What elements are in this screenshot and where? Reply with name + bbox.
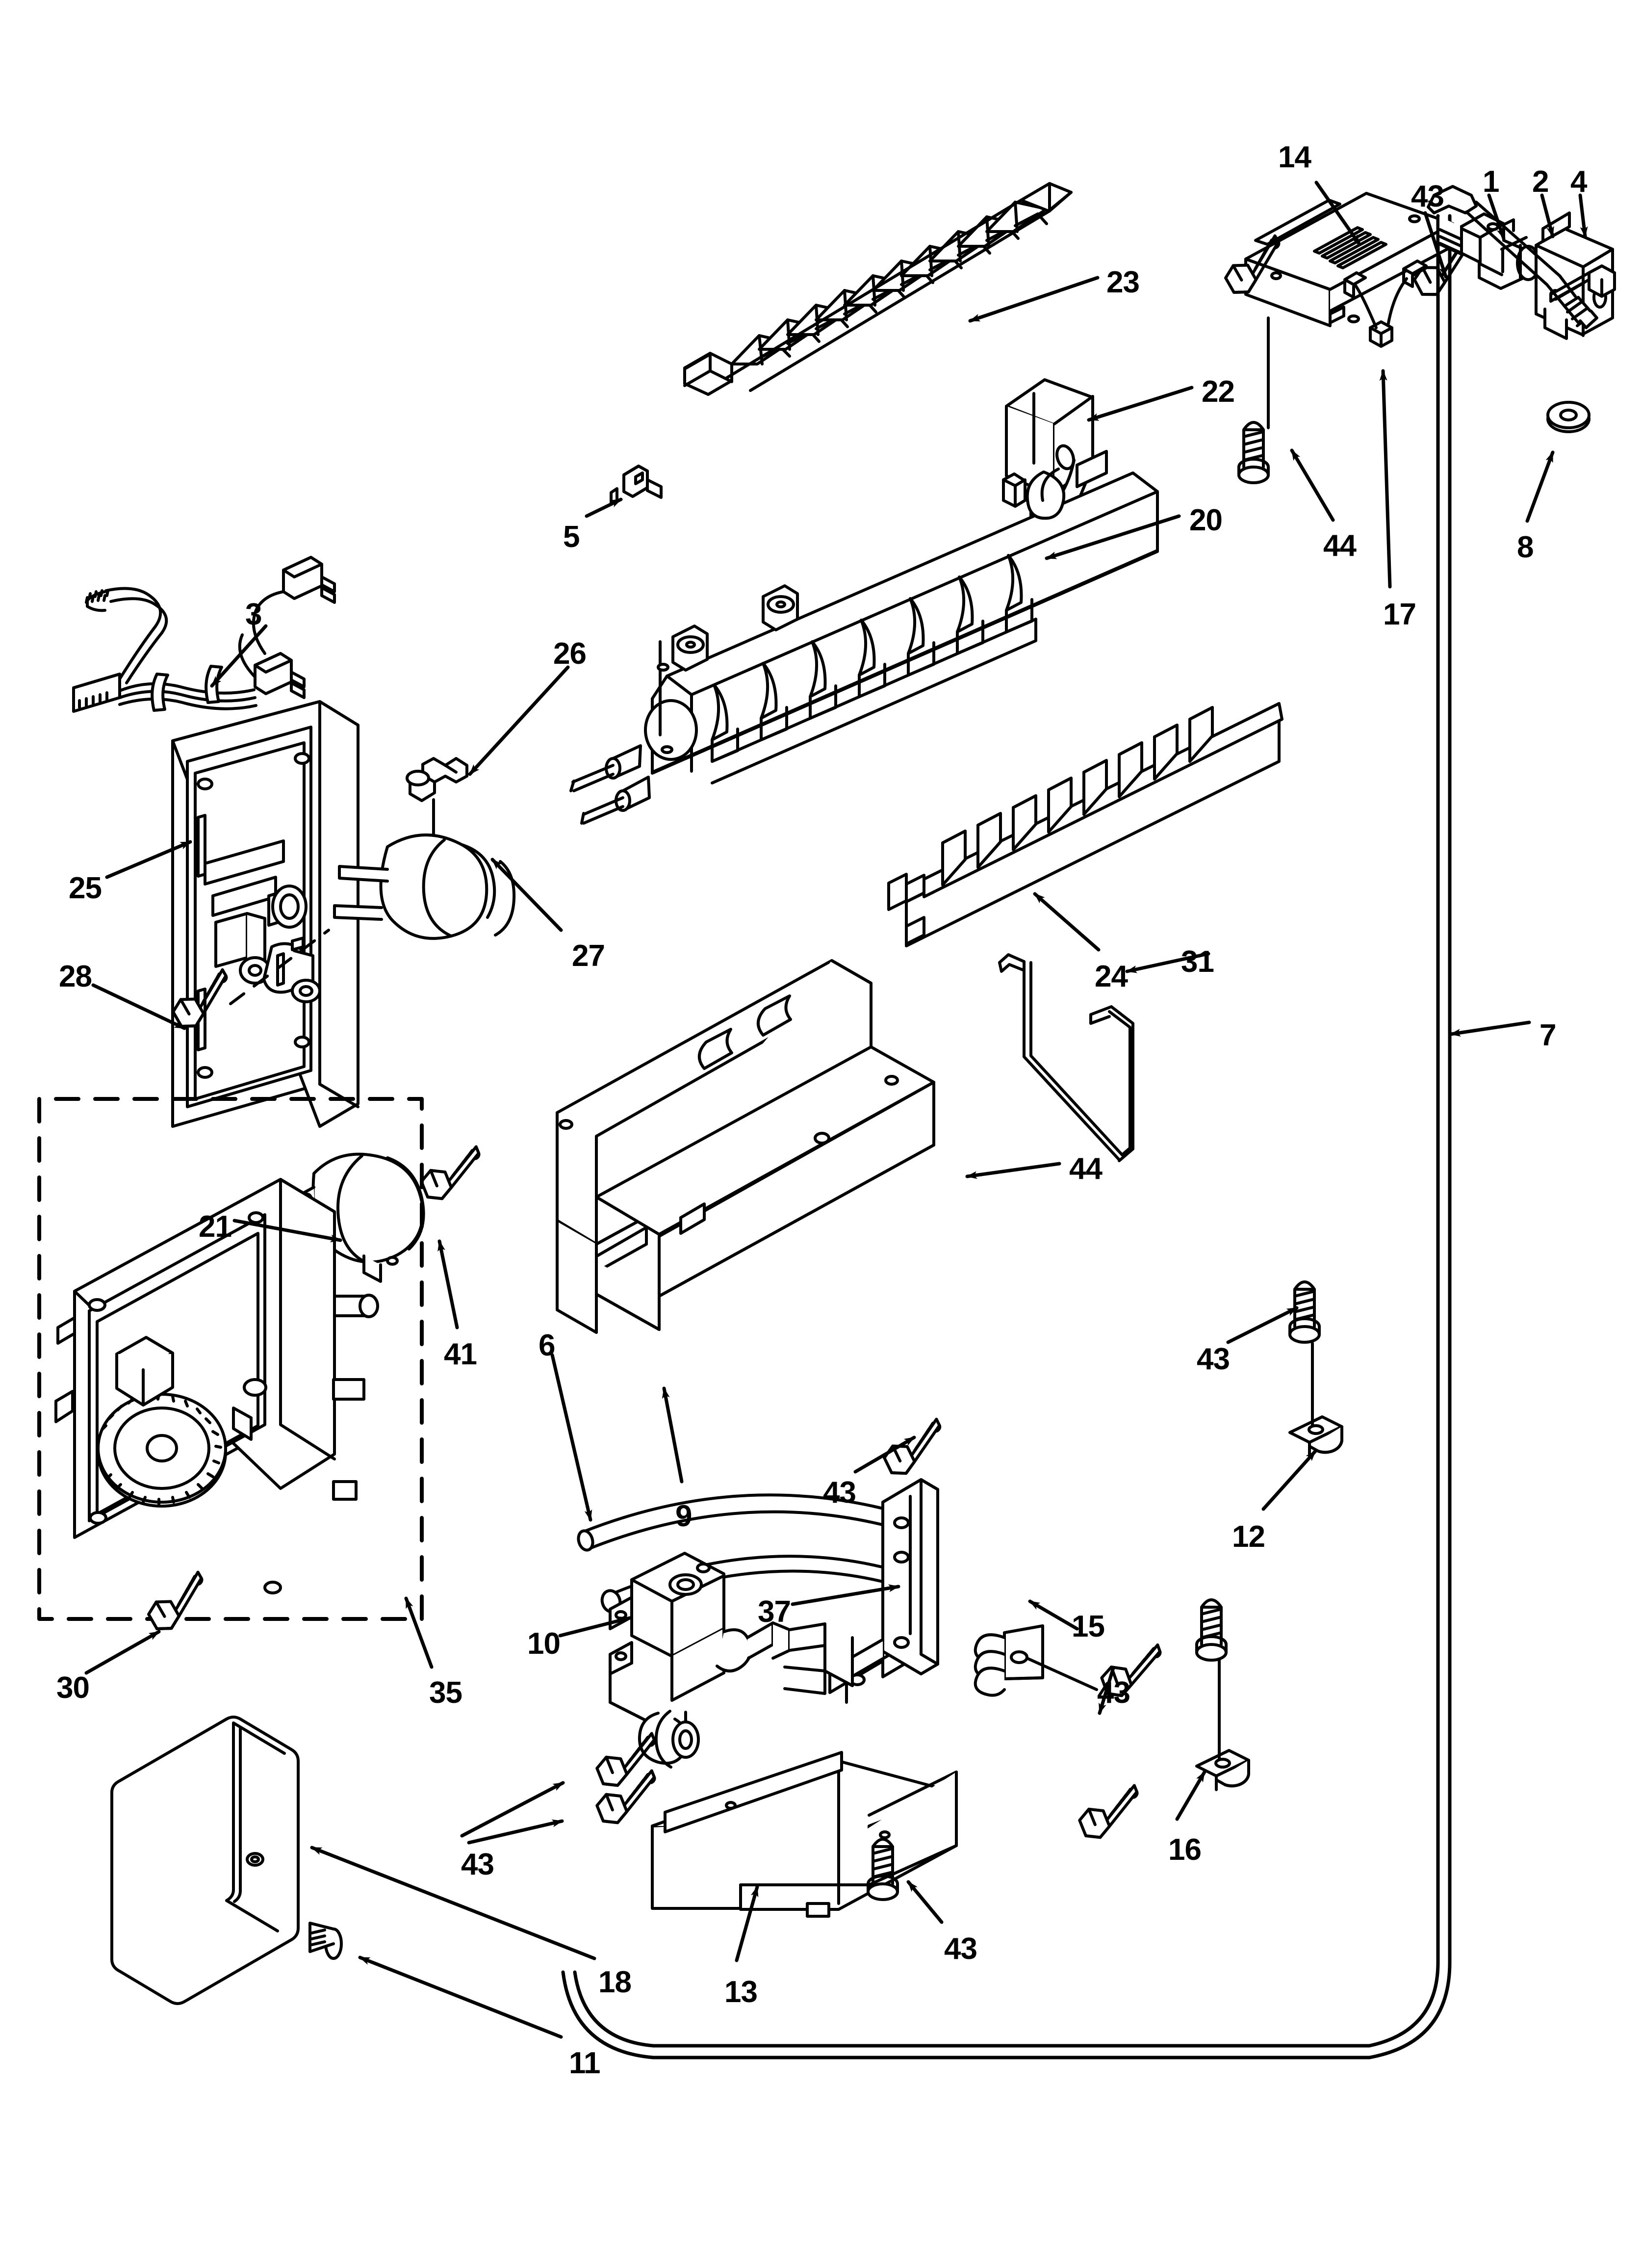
callout-number-35-c35: 35 bbox=[429, 1676, 462, 1710]
callout-number-26-c26: 26 bbox=[553, 637, 587, 671]
callout-number-11-c11: 11 bbox=[569, 2046, 601, 2080]
part-coupling-26 bbox=[406, 757, 468, 841]
callout-number-43-c43d: 43 bbox=[1097, 1676, 1130, 1710]
callout-number-43-c43c: 43 bbox=[823, 1476, 856, 1510]
part-tube-clamp-12 bbox=[1290, 1282, 1342, 1456]
callout-number-24-c24: 24 bbox=[1095, 960, 1128, 993]
part-fill-tube-6 bbox=[577, 1493, 916, 1552]
callout-number-18-c18: 18 bbox=[598, 1965, 632, 1999]
part-screw-30 bbox=[143, 1572, 216, 1635]
callout-number-43-c43f: 43 bbox=[944, 1932, 977, 1966]
part-screw-41 bbox=[417, 1147, 489, 1203]
part-water-inlet-valve-10 bbox=[609, 1552, 854, 1769]
part-ice-mold-20 bbox=[569, 450, 1159, 825]
callout-number-14-c14: 14 bbox=[1278, 140, 1311, 174]
callout-number-30-c30: 30 bbox=[56, 1671, 90, 1705]
callout-number-10-c10: 10 bbox=[527, 1627, 561, 1661]
callout-number-12-c12: 12 bbox=[1232, 1520, 1265, 1554]
part-cover-plate-14 bbox=[1220, 192, 1454, 483]
callout-number-37-c37: 37 bbox=[758, 1595, 791, 1629]
callout-number-28-c28: 28 bbox=[59, 960, 92, 993]
part-ice-stripper-24 bbox=[887, 702, 1283, 947]
callout-number-31-c31: 31 bbox=[1181, 945, 1214, 979]
callout-number-43-c43b: 43 bbox=[1197, 1342, 1230, 1376]
callout-number-22-c22: 22 bbox=[1202, 375, 1235, 409]
part-washer-8 bbox=[1546, 401, 1591, 433]
callout-number-21-c21: 21 bbox=[199, 1210, 232, 1244]
part-gear-motor-assembly-35 bbox=[37, 1097, 424, 1621]
part-shutoff-arm-31 bbox=[998, 953, 1134, 1162]
leader-lines bbox=[84, 181, 1588, 2039]
part-wire-harness-3 bbox=[72, 556, 336, 713]
part-clip-5 bbox=[610, 465, 663, 505]
callout-number-44-c44b: 44 bbox=[1069, 1152, 1103, 1186]
part-water-supply-tube-7 bbox=[561, 185, 1598, 2059]
part-ice-container-18 bbox=[110, 1716, 300, 2005]
part-water-shield-13 bbox=[651, 1751, 958, 1918]
callout-number-7-c7: 7 bbox=[1539, 1018, 1556, 1052]
callout-number-27-c27: 27 bbox=[572, 939, 605, 973]
callout-number-17-c17: 17 bbox=[1383, 598, 1416, 631]
callout-number-43-c43e: 43 bbox=[461, 1848, 494, 1881]
callout-number-5-c5: 5 bbox=[563, 520, 580, 554]
callout-number-3-c3: 3 bbox=[245, 598, 262, 631]
callout-number-44-c44a: 44 bbox=[1323, 529, 1357, 563]
callout-number-16-c16: 16 bbox=[1168, 1833, 1202, 1867]
callout-number-23-c23: 23 bbox=[1106, 265, 1140, 299]
callout-number-25-c25: 25 bbox=[69, 871, 102, 905]
callout-number-4-c4: 4 bbox=[1570, 165, 1587, 199]
callout-number-1-c1: 1 bbox=[1483, 165, 1499, 199]
callout-number-13-c13: 13 bbox=[724, 1975, 758, 2009]
callout-number-8-c8: 8 bbox=[1517, 530, 1534, 564]
part-wire-clip-15 bbox=[974, 1624, 1170, 1700]
callout-number-15-c15: 15 bbox=[1072, 1610, 1105, 1643]
callout-number-2-c2: 2 bbox=[1532, 165, 1549, 199]
part-screw-28 bbox=[167, 929, 330, 1032]
part-plug-button-11 bbox=[308, 1922, 343, 1960]
part-auger-23 bbox=[683, 182, 1073, 396]
callout-number-41-c41: 41 bbox=[444, 1337, 477, 1371]
callout-number-9-c9: 9 bbox=[675, 1499, 692, 1533]
callout-number-6-c6: 6 bbox=[539, 1329, 555, 1362]
part-support-bracket-44 bbox=[556, 959, 935, 1334]
part-drive-motor-27 bbox=[333, 833, 516, 940]
part-module-housing-25 bbox=[171, 700, 359, 1128]
part-tube-clamp-16 bbox=[1197, 1600, 1249, 1790]
callout-number-20-c20: 20 bbox=[1189, 503, 1223, 537]
callout-number-43-c43a: 43 bbox=[1411, 180, 1444, 213]
part-thermal-cutoff-17 bbox=[1343, 260, 1428, 348]
